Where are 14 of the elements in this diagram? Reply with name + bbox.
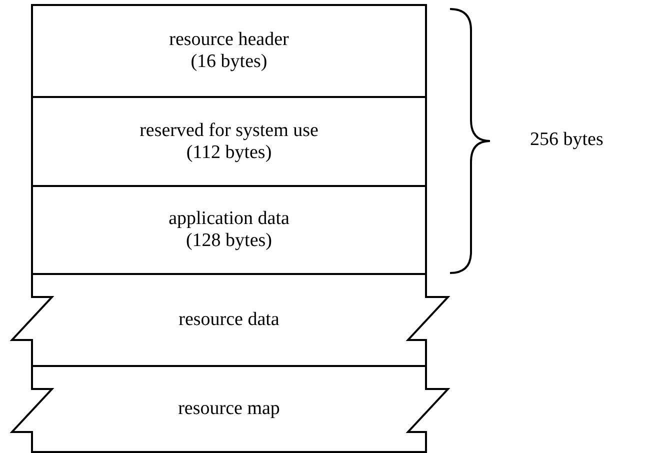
memory-block [32,97,426,186]
memory-block [32,5,426,97]
broken-memory-block [10,366,448,452]
block-label: resource header [169,29,289,51]
block-label: reserved for system use [140,120,318,142]
size-label: 256 bytes [530,129,604,151]
block-label: (112 bytes) [186,142,272,164]
block-label: (128 bytes) [186,230,272,252]
broken-memory-block [10,274,448,366]
block-label: resource map [178,398,280,420]
block-label: resource data [178,309,280,331]
block-label: application data [168,208,290,230]
block-label: (16 bytes) [190,51,268,73]
memory-block [32,186,426,274]
